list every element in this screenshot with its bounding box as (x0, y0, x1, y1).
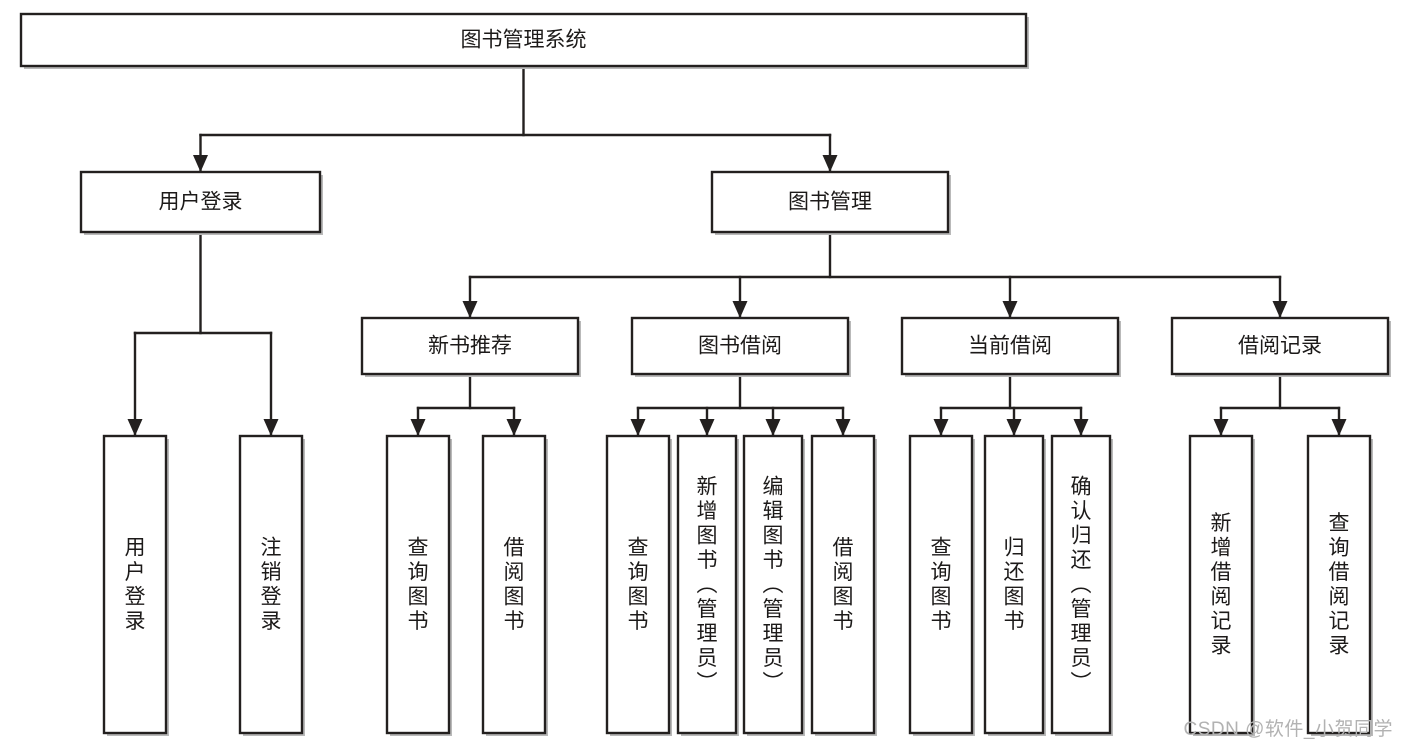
arrow-head-icon (410, 419, 426, 436)
arrow-head-icon (699, 419, 715, 436)
edge-group-book-manage (462, 230, 1288, 320)
arrow-head-icon (127, 419, 143, 436)
node-label: 借阅图书 (833, 537, 854, 634)
node-book-manage[interactable]: 图书管理 (710, 170, 951, 235)
arrow-head-icon (933, 419, 949, 436)
arrow-head-icon (835, 419, 851, 436)
node-leaf-borrow-book-2[interactable]: 借阅图书 (810, 434, 877, 736)
arrow-head-icon (1213, 419, 1229, 436)
node-label: 借阅图书 (504, 537, 525, 634)
edge-group-borrow-record (1213, 372, 1347, 438)
node-label: 借阅记录 (1238, 335, 1322, 358)
edge-group-new-book-rec (410, 372, 522, 438)
node-leaf-query-book-2[interactable]: 查询图书 (605, 434, 672, 736)
node-leaf-borrow-book-1[interactable]: 借阅图书 (481, 434, 548, 736)
node-label: 新书推荐 (428, 335, 512, 358)
node-leaf-edit-book[interactable]: 编辑图书︵管理员︶ (742, 434, 805, 736)
arrow-head-icon (765, 419, 781, 436)
arrow-head-icon (462, 301, 478, 318)
edge-group-book-borrow (630, 372, 851, 438)
node-label: 归还图书 (1004, 537, 1025, 634)
node-leaf-add-record[interactable]: 新增借阅记录 (1188, 434, 1255, 736)
node-label: 用户登录 (159, 191, 243, 214)
arrow-head-icon (1002, 301, 1018, 318)
node-root[interactable]: 图书管理系统 (19, 12, 1029, 69)
node-leaf-return-book[interactable]: 归还图书 (983, 434, 1046, 736)
node-label: 当前借阅 (968, 335, 1052, 358)
node-leaf-add-book[interactable]: 新增图书︵管理员︶ (676, 434, 739, 736)
node-label: 查询借阅记录 (1329, 512, 1350, 658)
node-leaf-user-login[interactable]: 用户登录 (102, 434, 169, 736)
node-label: 图书借阅 (698, 335, 782, 358)
node-user-login[interactable]: 用户登录 (79, 170, 323, 235)
node-new-book-rec[interactable]: 新书推荐 (360, 316, 581, 377)
arrow-head-icon (630, 419, 646, 436)
edge-group-user-login (127, 230, 279, 438)
node-label: 注销登录 (261, 537, 282, 634)
csdn-watermark: CSDN @软件_小贺同学 (1183, 719, 1393, 740)
arrow-head-icon (732, 301, 748, 318)
node-leaf-confirm-return[interactable]: 确认归还︵管理员︶ (1050, 434, 1113, 736)
node-label: 用户登录 (125, 537, 146, 634)
edge-group-root (193, 64, 838, 174)
arrow-head-icon (1272, 301, 1288, 318)
node-label: 编辑图书︵管理员︶ (763, 475, 784, 694)
node-label: 查询图书 (628, 537, 649, 634)
edge-group-current-borrow (933, 372, 1089, 438)
node-leaf-logout[interactable]: 注销登录 (238, 434, 305, 736)
node-label: 新增图书︵管理员︶ (697, 475, 718, 694)
node-leaf-query-book-3[interactable]: 查询图书 (908, 434, 975, 736)
node-leaf-query-book-1[interactable]: 查询图书 (385, 434, 452, 736)
node-label: 新增借阅记录 (1211, 512, 1232, 658)
node-current-borrow[interactable]: 当前借阅 (900, 316, 1121, 377)
node-layer: 图书管理系统用户登录图书管理新书推荐图书借阅当前借阅借阅记录用户登录注销登录查询… (19, 12, 1391, 736)
arrow-head-icon (1006, 419, 1022, 436)
arrow-head-icon (822, 155, 838, 172)
node-label: 查询图书 (931, 537, 952, 634)
arrow-head-icon (263, 419, 279, 436)
node-label: 确认归还︵管理员︶ (1071, 475, 1092, 694)
node-leaf-query-record[interactable]: 查询借阅记录 (1306, 434, 1373, 736)
arrow-head-icon (1331, 419, 1347, 436)
arrow-head-icon (1073, 419, 1089, 436)
node-label: 图书管理 (788, 191, 872, 214)
node-borrow-record[interactable]: 借阅记录 (1170, 316, 1391, 377)
connector-layer (127, 64, 1347, 438)
arrow-head-icon (193, 155, 208, 172)
node-label: 图书管理系统 (461, 29, 587, 52)
node-book-borrow[interactable]: 图书借阅 (630, 316, 851, 377)
node-label: 查询图书 (408, 537, 429, 634)
arrow-head-icon (506, 419, 522, 436)
